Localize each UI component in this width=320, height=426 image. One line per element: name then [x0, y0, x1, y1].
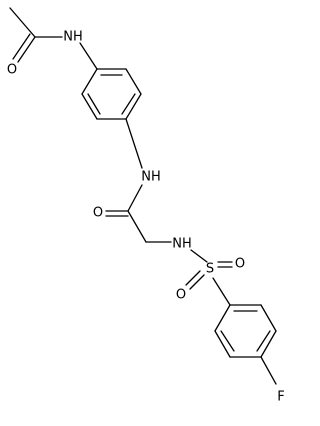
bond-ring2-inner-2 [256, 330, 271, 352]
bond-nh-s [190, 249, 208, 263]
atom-s-sulfonyl: S [206, 262, 214, 277]
atom-nh-amide-top: NH [63, 30, 83, 45]
bond-nh-ring-top [79, 42, 98, 70]
bond-ring2-inner-3 [220, 330, 235, 352]
bond-ring1-f [81, 68, 98, 95]
molecule-structure-diagram: NH O NH O NH S O O F [7, 7, 285, 405]
atom-label-layer: NH O NH O NH S O O F [7, 30, 285, 405]
bond-s-ring-bottom [212, 277, 231, 306]
bond-layer [9, 7, 277, 385]
bond-ring2-c [260, 330, 277, 358]
bond-s-o-left-1 [185, 270, 201, 286]
atom-o-sulfonyl-right: O [235, 257, 245, 272]
atom-o-carbonyl: O [93, 206, 103, 221]
bond-ring2-e [214, 330, 231, 358]
atom-f-fluoro: F [277, 390, 284, 405]
bond-ring-nh-mid [125, 118, 143, 169]
atom-nh-sulfonamide: NH [172, 237, 192, 252]
bond-ring2-f [214, 304, 231, 332]
bond-ring1-c [125, 93, 142, 120]
bond-ring-f [260, 356, 277, 385]
bond-ring1-inner-3 [87, 93, 101, 115]
bond-methyl-carbonyl [9, 7, 36, 38]
bond-acetyl-co-1 [17, 36, 36, 63]
bond-s-o-left-2 [189, 274, 205, 290]
bond-ring2-b [260, 304, 277, 332]
bond-ring1-e [81, 93, 98, 120]
bond-carbonyl-ch2 [127, 210, 147, 243]
bond-acetyl-co-2 [12, 33, 31, 60]
bond-nh-mid-carbonyl [127, 184, 143, 212]
atom-o-acetyl: O [7, 63, 17, 78]
atom-o-sulfonyl-left: O [176, 288, 186, 303]
atom-nh-amide-mid: NH [141, 170, 161, 185]
bond-ring1-b [125, 68, 142, 95]
bond-ring1-inner-2 [121, 93, 136, 115]
